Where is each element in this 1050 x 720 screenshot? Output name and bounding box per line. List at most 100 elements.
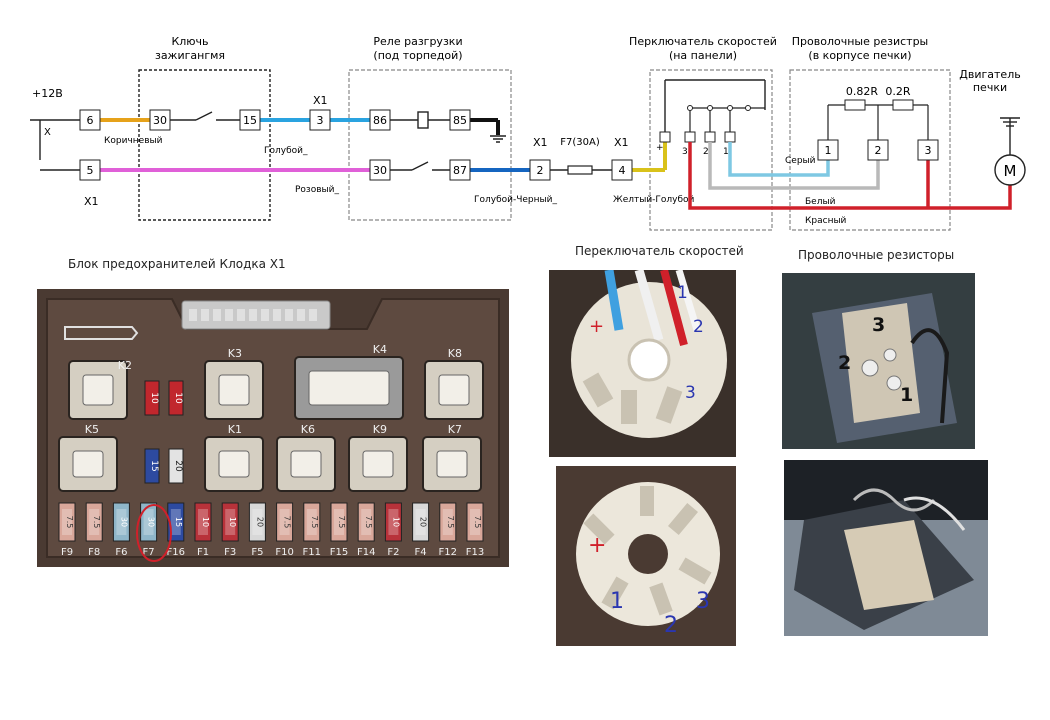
fuse-label-f12: F12 <box>439 547 457 558</box>
terminal-2: 2 <box>529 159 551 181</box>
relay-label-k4: K4 <box>373 343 387 356</box>
speed-switch-photo-top: 1 2 3 + <box>549 270 736 457</box>
fuse-rating-f13: 7.5 <box>473 516 482 529</box>
fuse-rating-f7: 30 <box>147 517 156 527</box>
fuse-label-f1: F1 <box>197 547 209 558</box>
terminal-85: 85 <box>449 109 471 131</box>
switch-pin-plus: + <box>656 143 664 153</box>
relay-group-box <box>348 69 512 221</box>
relay-k7: K7 <box>422 423 482 492</box>
mini-fuse-mini_fuses_top-1: 10 <box>168 380 184 416</box>
svg-text:1: 1 <box>825 144 832 157</box>
fuse-rating-f8: 7.5 <box>92 516 101 529</box>
relay-label-k9: K9 <box>373 423 387 436</box>
terminal-3: 3 <box>309 109 331 131</box>
terminal-6: 6 <box>79 109 101 131</box>
fuse-label-f7: F7 <box>143 547 155 558</box>
terminal-86: 86 <box>369 109 391 131</box>
speed-switch-photo-bottom: + 1 2 3 <box>556 466 736 646</box>
fuse-f9: 7.5F9 <box>58 502 76 558</box>
fuse-rating-f16: 15 <box>174 517 183 527</box>
resistor-title: Проволочные резистры(в корпусе печки) <box>792 35 928 62</box>
wire-label-grey: Серый <box>785 156 816 166</box>
speed-switch-group-box <box>649 69 773 231</box>
wire-label-white: Белый <box>805 197 836 207</box>
fuse-label: F7(30A) <box>560 137 600 148</box>
fuse-label-f3: F3 <box>224 547 236 558</box>
fuse-rating-f12: 7.5 <box>446 516 455 529</box>
svg-text:6: 6 <box>87 114 94 127</box>
speed-switch-title: Перключатель скоростей(на панели) <box>629 35 777 62</box>
supply-label: +12В <box>32 87 63 100</box>
mini-fuse-mini_fuses_mid-1: 20 <box>168 448 184 484</box>
switch-top-plus: + <box>589 316 604 337</box>
terminal-5: 5 <box>79 159 101 181</box>
fuse-label-f14: F14 <box>357 547 375 558</box>
fuse-label-f8: F8 <box>88 547 100 558</box>
switch-pin-2: 2 <box>703 147 709 157</box>
motor-symbol <box>994 154 1026 186</box>
light-blue-wire <box>728 142 830 177</box>
x1-label-c: X1 <box>614 136 629 149</box>
relay-label-k3: K3 <box>228 347 242 360</box>
relay-label-k2: K2 <box>118 359 132 372</box>
svg-text:10: 10 <box>173 392 183 404</box>
switch-bottom-plus: + <box>588 533 606 558</box>
relay-k5: K5 <box>58 423 118 492</box>
relay-label-k8: K8 <box>448 347 462 360</box>
svg-text:M: M <box>1004 162 1017 180</box>
speed-switch-caption: Переключатель скоростей <box>575 244 744 258</box>
resistor-photo-pin-1: 1 <box>900 384 913 406</box>
svg-text:4: 4 <box>619 164 626 177</box>
x1-label-a: X1 <box>313 94 328 107</box>
resistor-02 <box>892 99 914 111</box>
fuse-rating-f2: 10 <box>391 517 400 527</box>
terminal-15: 15 <box>239 109 261 131</box>
resistor-caption: Проволочные резисторы <box>798 248 955 262</box>
switch-top-pin-3: 3 <box>685 383 696 403</box>
grey-wire <box>708 142 880 190</box>
wire-label-blue-black: Голубой-Черный_ <box>474 195 557 205</box>
fuse-label-f2: F2 <box>387 547 399 558</box>
terminal-30-ignition: 30 <box>149 109 171 131</box>
fuse-rating-f1: 10 <box>201 517 210 527</box>
fuse-label-f4: F4 <box>415 547 427 558</box>
switch-top-pin-1: 1 <box>677 283 688 303</box>
mini-fuse-mini_fuses_mid-0: 15 <box>144 448 160 484</box>
switch-bottom-pin-2: 2 <box>664 613 678 638</box>
wire-label-red: Красный <box>805 216 847 226</box>
svg-text:10: 10 <box>149 392 159 404</box>
relay-label-k1: K1 <box>228 423 242 436</box>
resistor-value-02: 0.2R <box>885 85 910 98</box>
relay-k4: K4 <box>294 343 404 420</box>
svg-text:20: 20 <box>173 460 183 472</box>
svg-text:30: 30 <box>153 114 167 127</box>
svg-text:X: X <box>44 127 51 138</box>
svg-text:15: 15 <box>243 114 257 127</box>
svg-text:30: 30 <box>373 164 387 177</box>
switch-bottom-pin-1: 1 <box>610 589 624 614</box>
fuse-rating-f5: 20 <box>255 517 264 527</box>
fuse-rating-f14: 7.5 <box>364 516 373 529</box>
fuse-label-f10: F10 <box>275 547 293 558</box>
fuse-f8: 7.5F8 <box>85 502 103 558</box>
fuse-rating-f15: 7.5 <box>337 516 346 529</box>
switch-top-pin-2: 2 <box>693 317 704 337</box>
fuse-label-f6: F6 <box>115 547 127 558</box>
fuse-label-f16: F16 <box>167 547 185 558</box>
fuse-rating-f10: 7.5 <box>283 516 292 529</box>
fuse-rating-f3: 10 <box>228 517 237 527</box>
terminal-4: 4 <box>611 159 633 181</box>
switch-pin-1: 1 <box>723 147 729 157</box>
resistor-photo-pin-2: 2 <box>838 352 851 374</box>
